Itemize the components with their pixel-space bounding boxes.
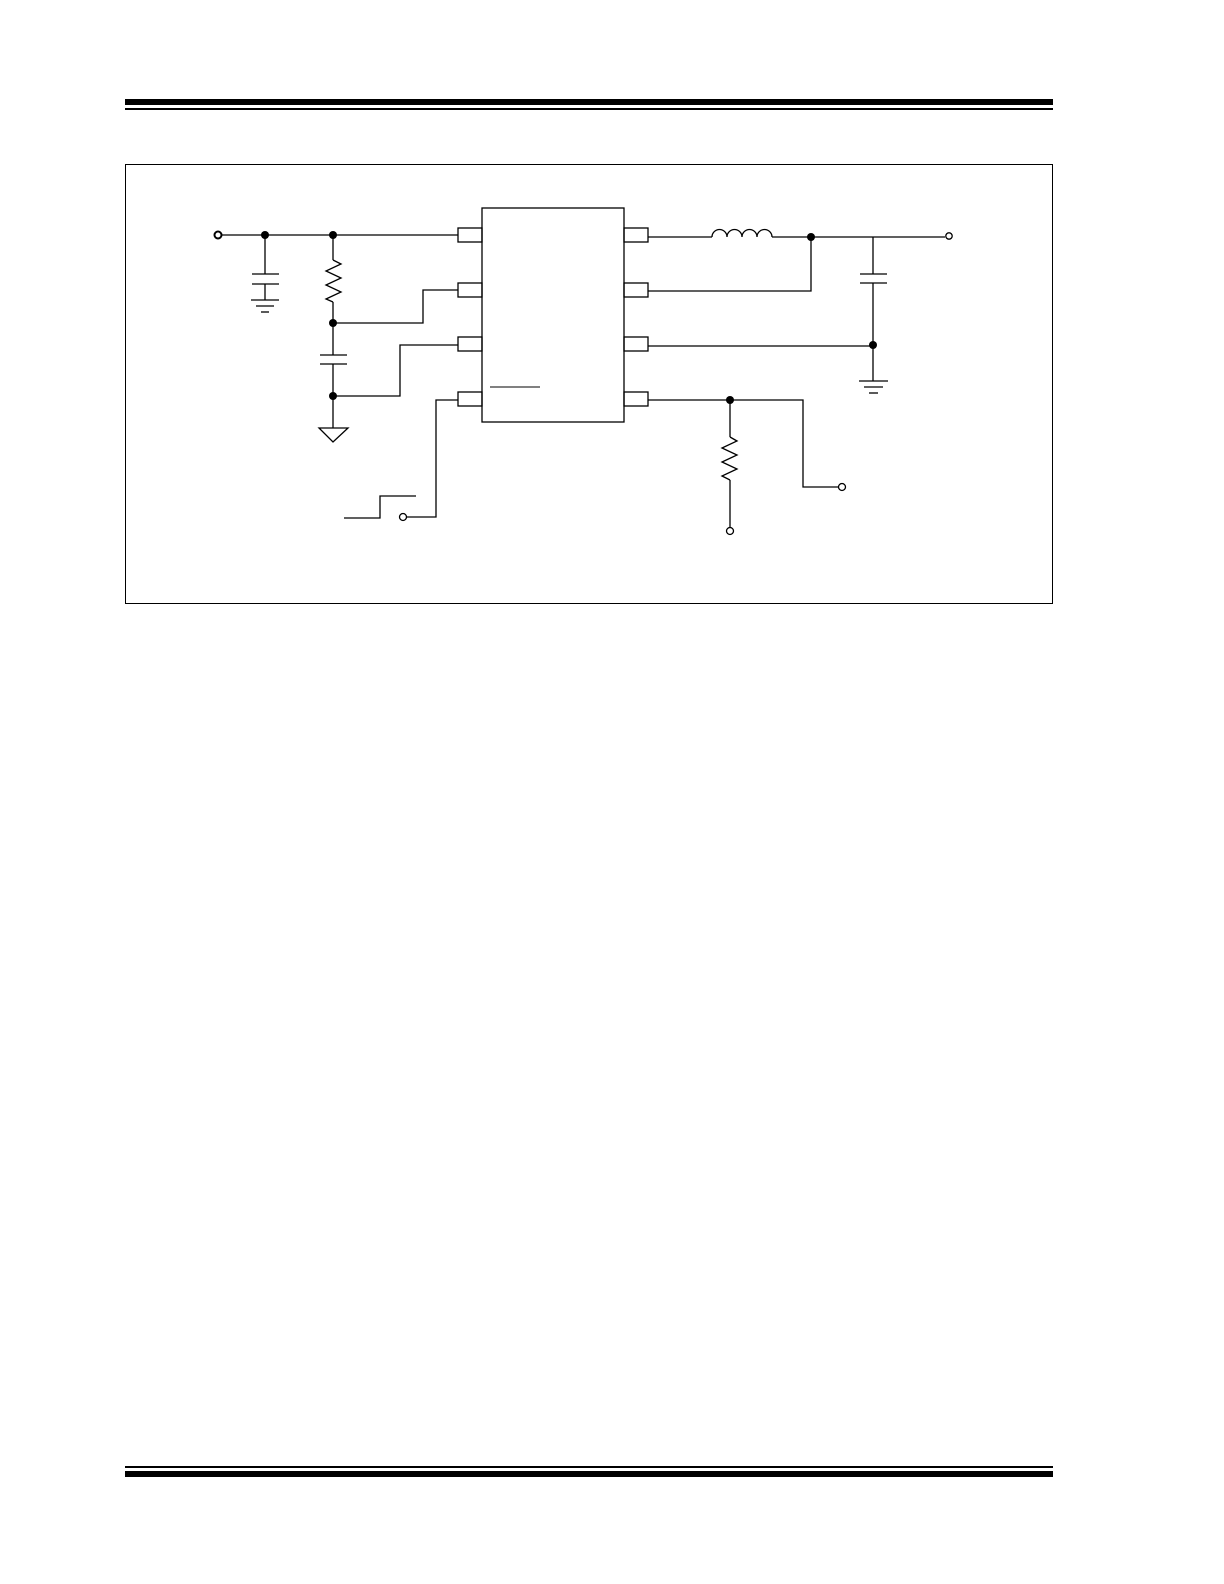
ic-right-pins: [623, 227, 649, 407]
top-rule-thick: [125, 99, 1053, 105]
input-terminal-icon: [213, 230, 223, 240]
wire-to-pin-2: [333, 289, 458, 324]
ic-package-icon: [481, 207, 625, 423]
output-inductor-icon: [711, 228, 773, 238]
pullup-supply-terminal-icon: [725, 526, 735, 536]
bottom-rule-thick: [125, 1471, 1053, 1477]
signal-ground-icon: [317, 396, 350, 443]
step-signal-icon: [344, 495, 416, 519]
feedback-wire-pin-7: [648, 237, 812, 292]
control-terminal-icon: [398, 512, 408, 522]
ic-pin-5: [623, 391, 649, 407]
power-ground-icon: [859, 380, 888, 394]
ic-pin-3: [457, 336, 483, 352]
circuit-schematic: [213, 207, 953, 536]
output-capacitor-icon: [860, 237, 887, 381]
figure-box: [125, 164, 1053, 604]
ic-pin-7: [623, 282, 649, 298]
ic-pin-4: [457, 391, 483, 407]
chassis-ground-icon: [251, 299, 279, 313]
wire-to-pin-4: [407, 399, 458, 518]
ic-pin-6: [623, 336, 649, 352]
ic-pin-8: [623, 227, 649, 243]
top-rule-thin: [125, 108, 1053, 110]
bottom-rule-thin: [125, 1466, 1053, 1468]
ic-pin-2: [457, 282, 483, 298]
ic-left-pins: [457, 227, 483, 407]
pull-up-resistor-icon: [324, 235, 343, 323]
wire-pin-5: [648, 399, 838, 488]
timing-capacitor-icon: [320, 323, 347, 396]
wire-to-pin-3: [333, 344, 458, 397]
output-terminal-icon: [945, 232, 953, 240]
status-terminal-icon: [837, 482, 847, 492]
ic-pin-1: [457, 227, 483, 243]
input-capacitor-icon: [252, 235, 279, 300]
output-resistor-icon: [720, 400, 739, 527]
junction-dot: [869, 341, 877, 349]
